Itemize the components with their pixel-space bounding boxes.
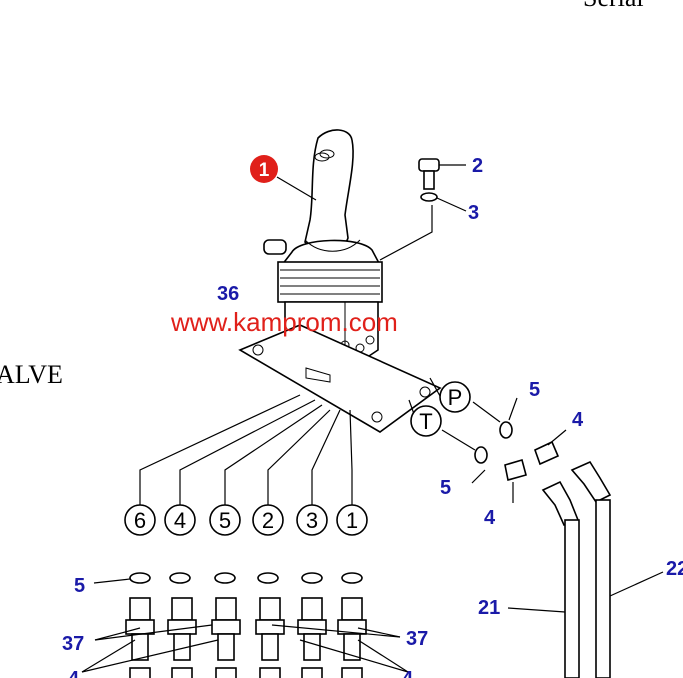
- port-p: P: [439, 381, 471, 413]
- callout-4: 4: [572, 409, 584, 431]
- callout-4: 4: [68, 668, 80, 678]
- port-t: T: [410, 405, 442, 437]
- o-ring-row: [93, 572, 363, 584]
- bolt-and-washer: [379, 158, 467, 261]
- callout-37: 37: [62, 633, 84, 655]
- callout-22: 22: [666, 558, 683, 580]
- callout-2: 2: [472, 155, 483, 177]
- port-label: 2: [262, 508, 274, 533]
- side-label: ALVE: [0, 360, 63, 389]
- callout-5: 5: [440, 477, 451, 499]
- callout-1-highlight: 1: [250, 155, 278, 183]
- right-fittings: [408, 377, 664, 678]
- callout-5: 5: [529, 379, 540, 401]
- callout-4: 4: [484, 507, 496, 529]
- callout-21: 21: [478, 597, 500, 619]
- connector-row: [81, 597, 409, 678]
- port-leaders: [139, 394, 353, 505]
- svg-text:P: P: [448, 385, 463, 410]
- header-fragment: Serial: [583, 0, 644, 12]
- callout-36: 36: [217, 283, 239, 305]
- callout-3: 3: [468, 202, 479, 224]
- svg-text:1: 1: [259, 160, 270, 181]
- callout-5: 5: [74, 575, 85, 597]
- callout-37: 37: [406, 628, 428, 650]
- callout-4: 4: [402, 668, 414, 678]
- joystick-lever: [238, 129, 442, 433]
- port-label: 3: [306, 508, 318, 533]
- svg-text:T: T: [419, 409, 432, 434]
- port-label: 5: [219, 508, 231, 533]
- port-row: 6 4 5 2 3 1: [124, 504, 368, 536]
- port-label: 4: [174, 508, 186, 533]
- port-label: 1: [346, 508, 358, 533]
- watermark: www.kamprom.com: [170, 307, 398, 337]
- port-label: 6: [134, 508, 146, 533]
